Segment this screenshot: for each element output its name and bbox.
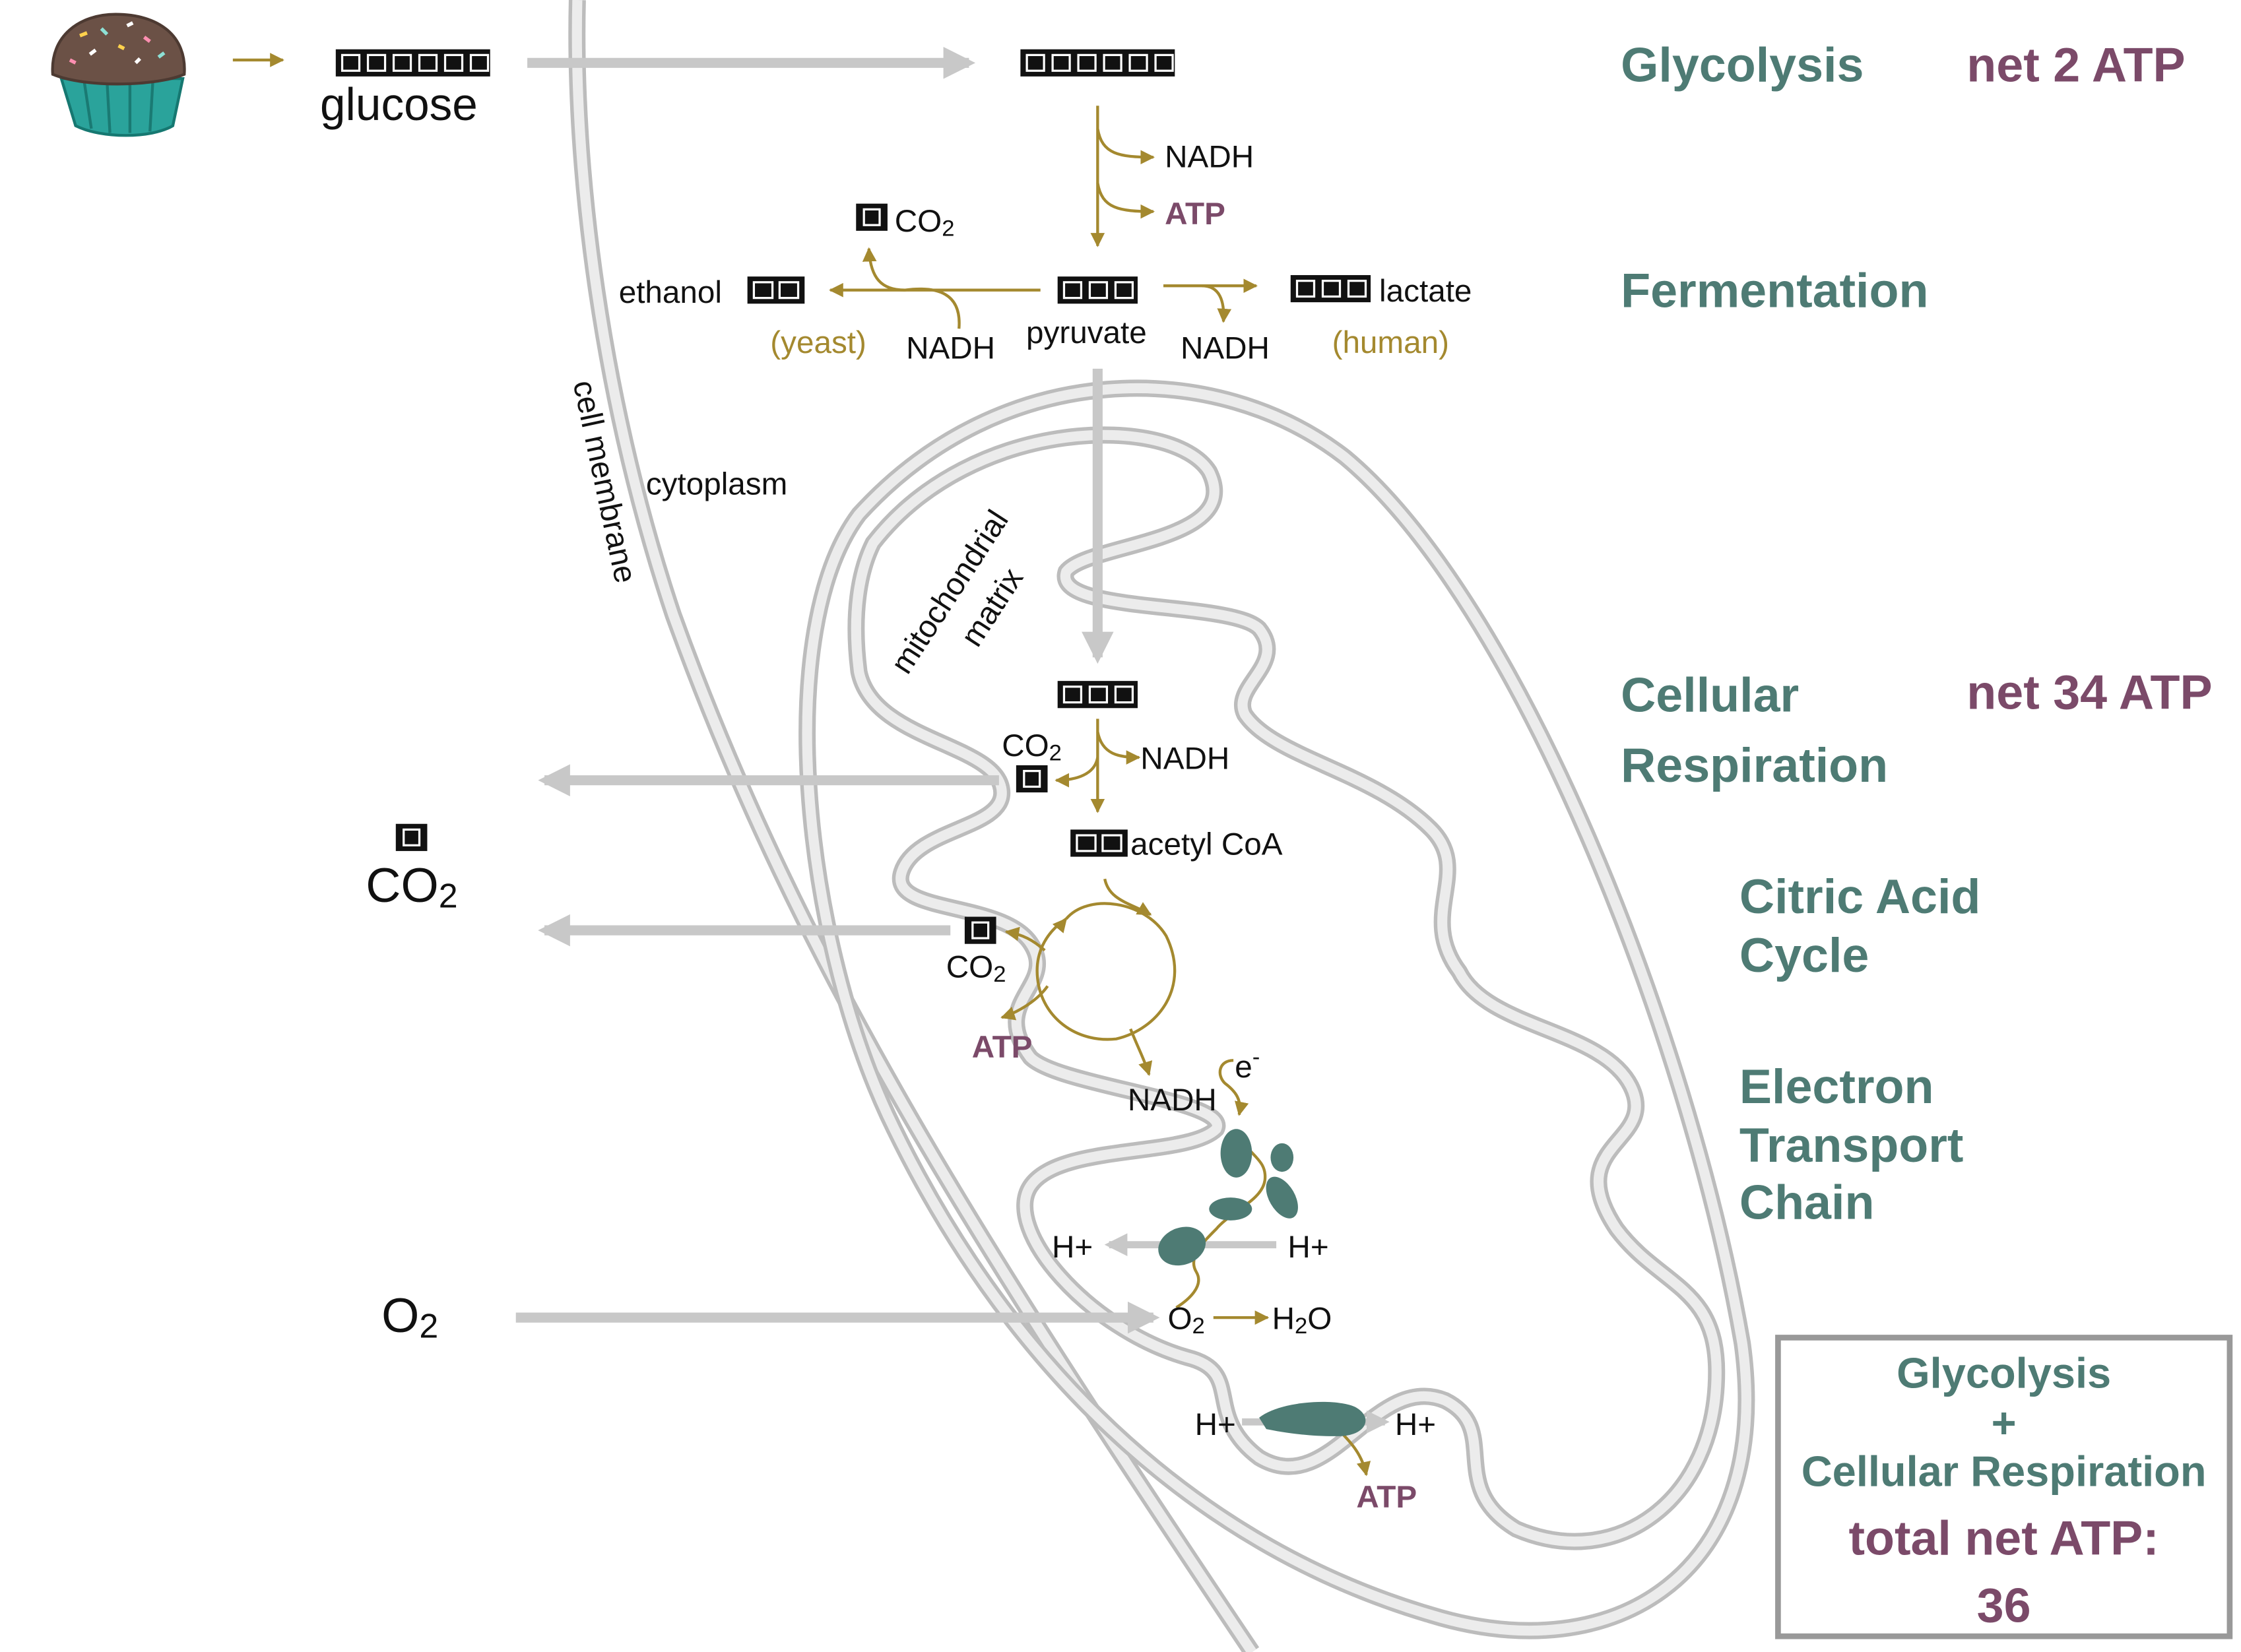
proton-label-synthase-out: H+: [1395, 1407, 1436, 1442]
total-atp-box: [1775, 1335, 2233, 1639]
glycolysis-atp-yield: net 2 ATP: [1966, 37, 2185, 92]
nadh-glycolysis-label: NADH: [1165, 139, 1254, 174]
etc-heading-line3: Chain: [1739, 1175, 1875, 1230]
lactate-molecule: [1290, 274, 1371, 303]
proton-label-intermembrane: H+: [1287, 1230, 1328, 1265]
proton-label-synthase-in: H+: [1195, 1407, 1236, 1442]
oxygen-label: O2: [381, 1288, 438, 1346]
mitochondrion-outer-membrane: [798, 379, 1755, 1639]
yeast-label: (yeast): [770, 325, 866, 360]
cellular-respiration-heading-line2: Respiration: [1621, 738, 1888, 792]
ethanol-molecule: [747, 276, 805, 304]
co2-matrix-label: CO2: [1002, 728, 1062, 765]
water-label: H2O: [1272, 1301, 1332, 1338]
molecule-glyphs: [335, 49, 1371, 944]
co2-molecule-cycle: [964, 916, 996, 944]
nadh-lactate-label: NADH: [1181, 331, 1270, 366]
co2-molecule-glycolysis: [856, 203, 888, 231]
co2-exported-label: CO2: [366, 858, 457, 916]
electron-label: e-: [1235, 1045, 1260, 1085]
cell-membrane-shape: [568, 0, 1260, 1652]
co2-molecule-matrix: [1016, 765, 1048, 793]
total-box-plus: +: [1992, 1399, 2017, 1447]
proton-label-matrix: H+: [1052, 1230, 1093, 1265]
etc-heading-line2: Transport: [1739, 1118, 1964, 1172]
gold-reaction-arrows: [232, 53, 1371, 1477]
fermentation-heading: Fermentation: [1621, 263, 1928, 318]
nadh-ethanol-label: NADH: [906, 331, 995, 366]
lactate-label: lactate: [1379, 274, 1472, 309]
cytoplasm-label: cytoplasm: [646, 466, 787, 501]
acetyl-coa-molecule: [1070, 829, 1128, 857]
human-label: (human): [1332, 325, 1449, 360]
nadh-matrix-label: NADH: [1140, 741, 1229, 776]
total-box-label: total net ATP:: [1848, 1511, 2159, 1566]
pyruvate-label: pyruvate: [1026, 315, 1147, 350]
cellular-respiration-atp-yield: net 34 ATP: [1966, 664, 2212, 719]
co2-molecule-exported: [395, 823, 428, 851]
glucose-molecule-a: [335, 49, 490, 77]
glycolysis-heading: Glycolysis: [1621, 37, 1864, 92]
etc-heading-line1: Electron: [1739, 1059, 1934, 1114]
atp-cycle-label: ATP: [972, 1030, 1033, 1065]
electron-transport-proteins: [1158, 1129, 1366, 1436]
pyruvate-molecule: [1057, 276, 1138, 304]
ethanol-label: ethanol: [619, 275, 722, 310]
atp-glycolysis-label: ATP: [1165, 197, 1225, 232]
cupcake-icon: [51, 13, 186, 137]
total-box-cellular-respiration: Cellular Respiration: [1802, 1447, 2207, 1496]
citric-acid-cycle-heading-line2: Cycle: [1739, 928, 1869, 982]
total-box-value: 36: [1977, 1578, 2031, 1633]
nadh-cycle-label: NADH: [1128, 1083, 1217, 1118]
atp-synthase-label: ATP: [1356, 1480, 1417, 1515]
co2-glycolysis-label: CO2: [895, 204, 955, 241]
glucose-label: glucose: [320, 79, 478, 130]
citric-acid-cycle-heading-line1: Citric Acid: [1739, 869, 1980, 924]
co2-cycle-label: CO2: [946, 950, 1006, 987]
oxygen-etc-label: O2: [1167, 1301, 1204, 1338]
glucose-molecule-b: [1020, 49, 1175, 77]
acetyl-coa-label: acetyl CoA: [1130, 827, 1283, 862]
cellular-respiration-heading-line1: Cellular: [1621, 668, 1799, 722]
pyruvate-molecule-matrix: [1057, 681, 1138, 709]
total-box-glycolysis: Glycolysis: [1897, 1349, 2111, 1397]
